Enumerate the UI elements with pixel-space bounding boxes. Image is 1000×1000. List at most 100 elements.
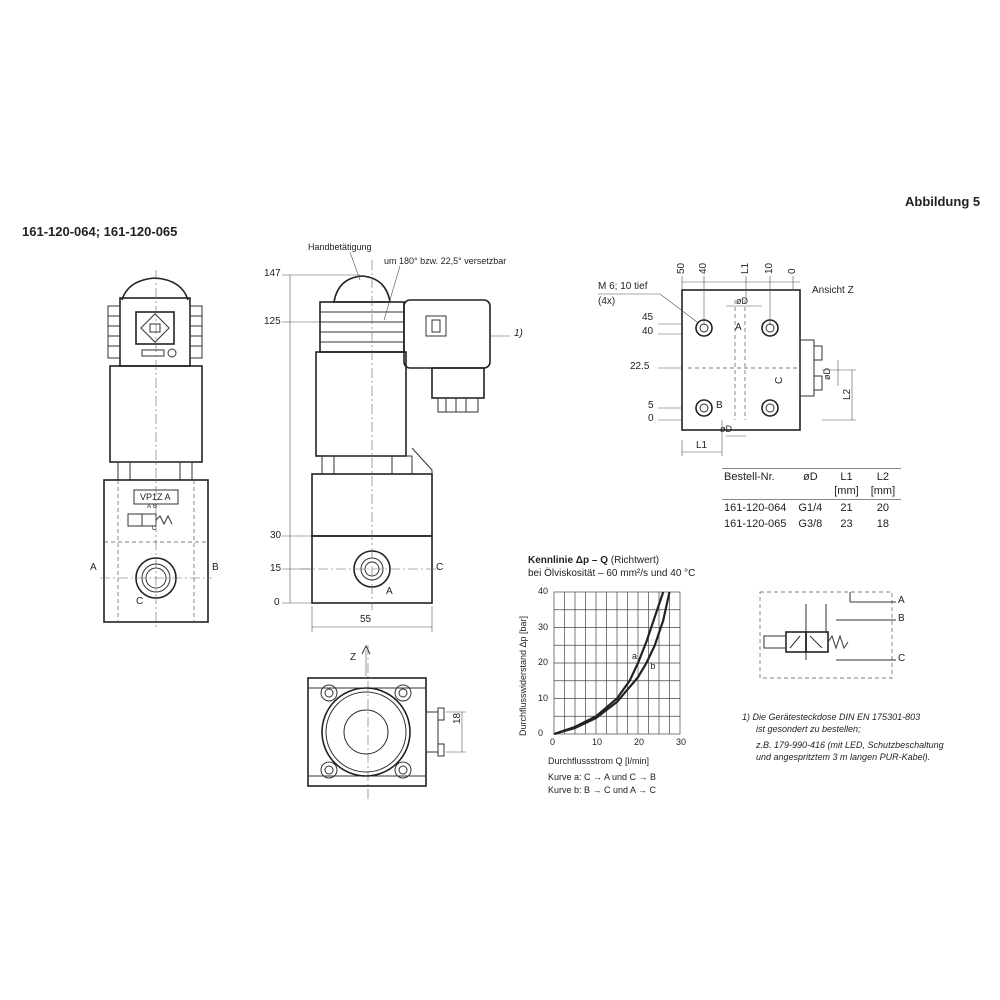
header-l2: L2 [864,468,902,485]
row1-l1: 21 [840,502,853,514]
chart-title: Kennlinie Δp – Q (Richtwert) [528,555,659,566]
row1-diameter: G1/4 [798,502,823,514]
table-row: 161-120-064 G1/4 21 20 [722,500,901,517]
left-dim-45: 45 [642,312,654,323]
footnote-line-1: 1) Die Gerätesteckdose DIN EN 175301-803 [742,712,921,722]
top-dim-50: 50 [676,262,687,274]
chart-title-suffix: (Richtwert) [610,555,660,566]
header-diameter: øD [792,468,829,485]
symbol-port-a: A [898,595,905,606]
view-z-od-top: øD [736,296,748,306]
unit-l1: [mm] [828,485,865,500]
mini-symbol-a: A [147,504,152,510]
valve-type-label: VP1Z A [140,492,171,502]
order-table: Bestell-Nr. øD L1 L2 [mm] [mm] 161-120-0… [722,468,902,532]
chart-subtitle: bei Ölviskosität – 60 mm²/s und 40 °C [528,568,696,579]
view-z-port-a: A [735,322,742,333]
footnote-line-4: und angespritztem 3 m langen PUR-Kabel). [756,752,931,762]
unit-order-no [722,485,793,500]
left-dim-40: 40 [642,326,654,337]
chart-title-main: Kennlinie Δp – Q [528,555,608,566]
dim-30: 30 [270,530,282,541]
chart-y-tick: 0 [538,728,544,738]
row1-order-no: 161-120-064 [724,502,787,514]
chart-x-tick: 30 [676,737,687,747]
chart-y-axis-label: Durchflusswiderstand Δp [bar] [518,615,528,736]
thread-note: M 6; 10 tief [598,281,648,292]
front-port-b: B [212,562,219,573]
footnote-line-3: z.B. 179-990-416 (mit LED, Schutzbeschal… [756,740,944,750]
front-port-c: C [136,596,144,607]
chart-legend-a: Kurve a: C → A und C → B [548,772,657,782]
dim-55: 55 [360,614,372,625]
hydraulic-symbol [759,591,896,679]
mini-symbol-c: C [152,526,157,532]
header-l1: L1 [828,468,865,485]
view-z-port-c: C [774,376,785,384]
chart-grid [553,591,681,735]
dim-0: 0 [274,597,280,608]
unit-l2: [mm] [864,485,902,500]
symbol-port-c: C [898,653,906,664]
chart-legend-b: Kurve b: B → C und A → C [548,785,657,795]
chart-y-tick: 10 [538,692,549,703]
chart-x-tick: 20 [634,737,645,747]
left-dim-0: 0 [648,413,654,424]
mini-symbol-b: B [153,504,158,510]
row2-order-no: 161-120-065 [724,518,787,530]
thread-count: (4x) [598,296,616,307]
footnote-line-2: ist gesondert zu bestellen; [756,724,861,734]
chart-x-axis-label: Durchflussstrom Q [l/min] [548,756,650,766]
chart-y-tick: 40 [538,586,549,596]
view-z-port-b: B [716,400,723,411]
dim-125: 125 [264,316,281,327]
top-dim-0: 0 [787,268,798,274]
view-z-title: Ansicht Z [812,285,854,296]
row2-l2: 18 [876,518,890,530]
view-z-od-right: øD [822,368,832,380]
header-order-no: Bestell-Nr. [722,468,793,485]
front-view-drawing [100,270,212,630]
unit-diameter [792,485,829,500]
chart-x-tick: 10 [592,737,603,747]
chart-x-tick: 0 [550,737,556,747]
left-dim-5: 5 [648,400,654,411]
view-z-drawing [598,276,856,456]
view-z-l2: L2 [842,388,853,400]
row2-diameter: G3/8 [798,518,823,530]
order-table-header: Bestell-Nr. øD L1 L2 [722,468,902,485]
top-dim-l1: L1 [740,262,751,274]
chart-series-label-a: a [632,651,637,661]
chart-curves: ab [553,591,671,736]
order-table-units: [mm] [mm] [722,485,902,500]
top-dim-10: 10 [764,262,775,274]
chart-y-tick: 20 [538,657,549,667]
rotatable-label: um 180° bzw. 22,5° versetzbar [384,256,507,266]
footnote-ref: 1) [514,328,523,339]
symbol-port-b: B [898,613,905,624]
view-z-od-bottom: øD [720,424,732,434]
top-dim-40: 40 [698,262,709,274]
chart-y-tick: 30 [538,621,549,632]
chart-series-label-b: b [650,661,655,671]
left-dim-22-5: 22.5 [630,361,650,372]
front-port-a: A [90,562,97,573]
side-port-a: A [386,586,393,597]
part-numbers-title: 161-120-064; 161-120-065 [22,224,178,239]
row1-l2: 20 [876,502,890,514]
side-view-drawing [282,251,510,632]
chart-series-a [553,591,665,736]
table-row: 161-120-065 G3/8 23 18 [722,516,901,532]
side-port-c: C [436,562,444,573]
manual-override-label: Handbetätigung [308,242,372,252]
dim-15: 15 [270,563,282,574]
top-view-drawing [307,644,466,800]
view-z-l1: L1 [696,440,708,451]
dim-147: 147 [264,268,281,279]
z-view-marker: Z [350,652,357,663]
row2-l1: 23 [840,518,853,530]
chart-series-b [553,591,671,736]
figure-label: Abbildung 5 [905,194,981,209]
dim-18: 18 [452,712,463,724]
